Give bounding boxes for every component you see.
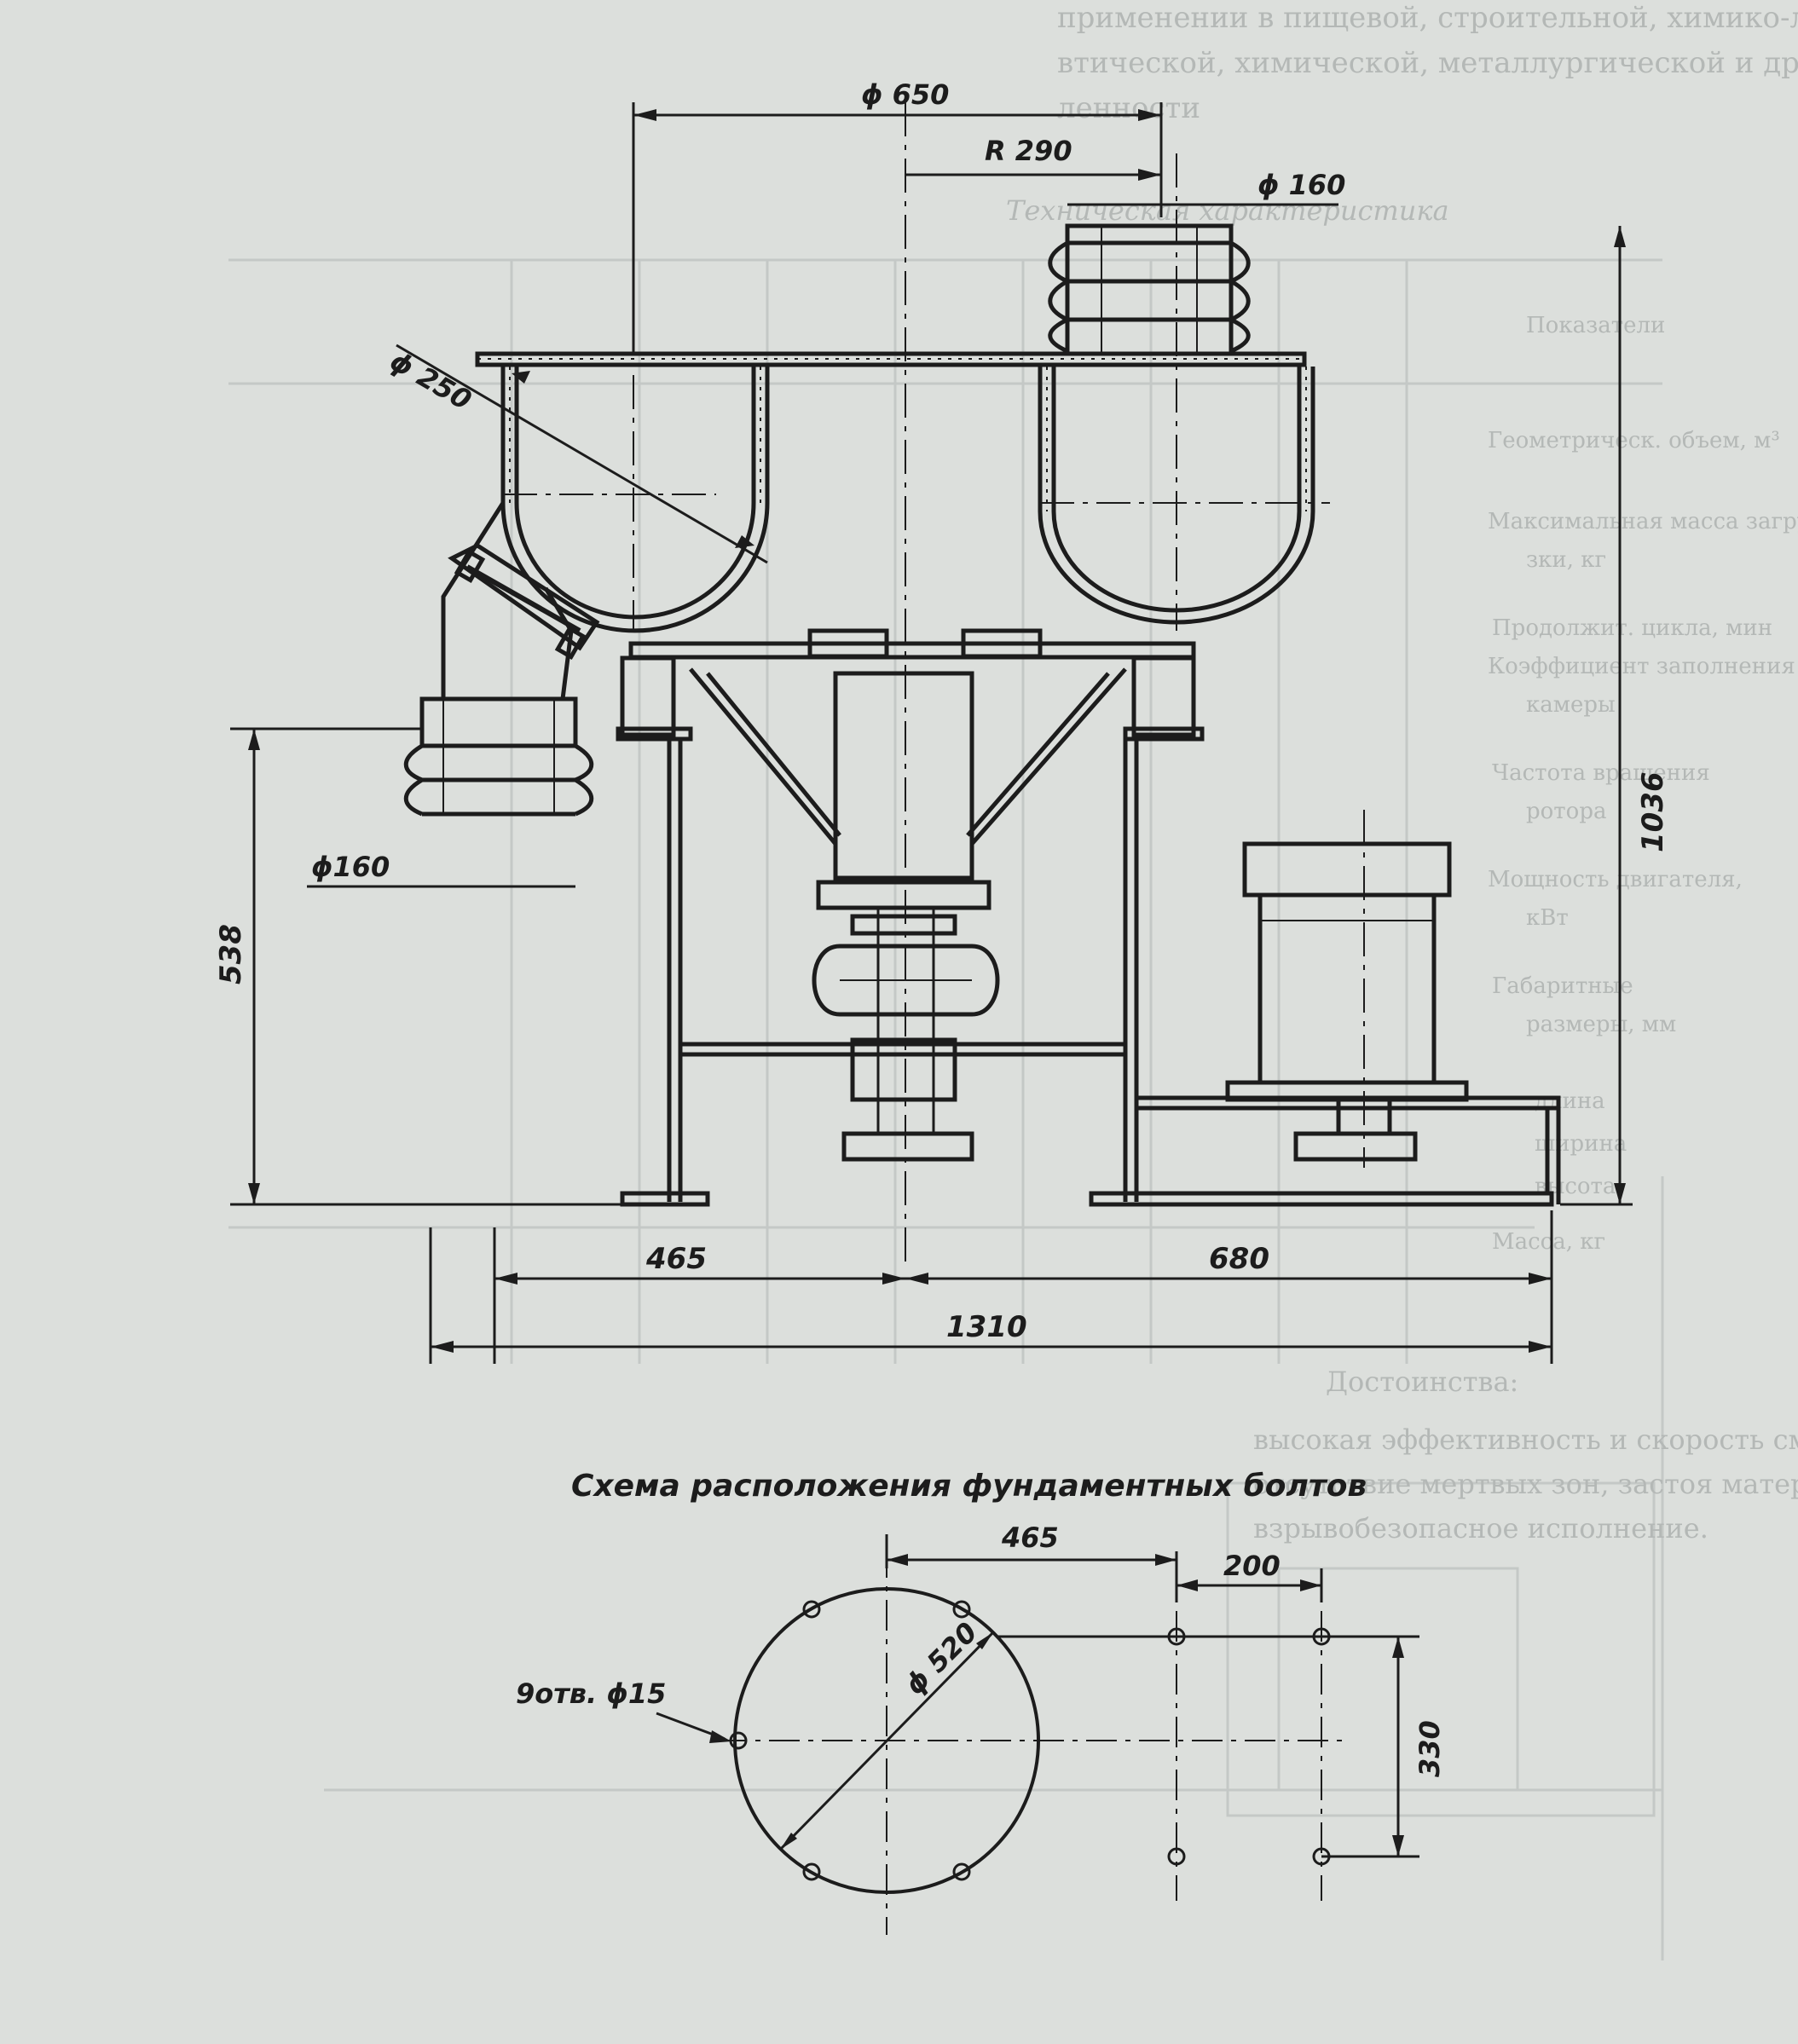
motor	[1225, 841, 1469, 1162]
dimension-lines	[230, 102, 1633, 1364]
left-bowl	[500, 367, 770, 633]
frame	[620, 739, 1561, 1207]
support-plate	[616, 628, 1205, 846]
inlet-pipe	[403, 501, 600, 817]
dim-inlet-height: 538	[214, 924, 248, 984]
bolt-centerlines	[716, 1547, 1347, 1935]
bolt-dim-spacing-y: 330	[1414, 1720, 1446, 1777]
bg-row-4: Продолжит. цикла, мин	[1492, 615, 1772, 641]
bg-advantages-line-3: взрывобезопасное исполнение.	[1253, 1512, 1708, 1545]
bg-row-11: Габаритные	[1492, 973, 1633, 999]
right-bowl	[1038, 367, 1315, 625]
bg-row-16: Масса, кг	[1492, 1229, 1605, 1255]
bg-advantages-line-2: отсутствие мертвых зон, застоя материала…	[1253, 1468, 1798, 1500]
background-page: применении в пищевой, строительной, хими…	[228, 1, 1798, 1960]
bg-advantages-line-1: высокая эффективность и скорость смешива…	[1253, 1423, 1798, 1456]
bolt-dim-holes: 9отв. ϕ15	[516, 1677, 666, 1710]
mixer-drawing: ϕ 650 R 290 ϕ 160 ϕ 250 ϕ160 538 1036 46…	[214, 78, 1670, 1364]
bolt-scheme-title: Схема расположения фундаментных болтов	[571, 1469, 1367, 1504]
bg-row-8: ротора	[1526, 799, 1606, 824]
bg-row-14: ширина	[1535, 1131, 1627, 1157]
bolt-dim-spacing-x: 200	[1223, 1550, 1281, 1582]
bg-row-3: зки, кг	[1526, 547, 1606, 573]
dim-top-radius: R 290	[985, 135, 1072, 167]
bg-top-line-1: применении в пищевой, строительной, хими…	[1057, 1, 1798, 35]
bg-row-12: размеры, мм	[1526, 1012, 1676, 1037]
dim-outlet-diameter: ϕ 160	[1257, 169, 1345, 201]
bolt-dim-offset: 465	[1001, 1521, 1059, 1554]
top-plate	[475, 351, 1307, 367]
dim-overall-width: 1310	[946, 1310, 1027, 1344]
dim-left-offset: 465	[645, 1242, 707, 1276]
drive-shaft-assembly	[812, 671, 1000, 1162]
dim-overall-height: 1036	[1636, 771, 1670, 852]
dim-inlet-diameter: ϕ160	[311, 851, 390, 883]
bg-top-line-3: ленности	[1057, 91, 1200, 125]
bg-row-5: Коэффициент заполнения	[1488, 654, 1795, 679]
bg-row-2: Максимальная масса загру-	[1488, 509, 1798, 534]
bg-row-1: Геометрическ. объем, м³	[1488, 428, 1780, 453]
bg-top-line-2: втической, химической, металлургической …	[1057, 46, 1798, 80]
dim-right-offset: 680	[1209, 1242, 1269, 1276]
bolt-dimension-lines	[656, 1534, 1419, 1858]
bg-row-7: Частота вращения	[1492, 760, 1710, 786]
top-outlet-bellows	[1048, 223, 1251, 356]
bg-table-grid	[228, 258, 1664, 1960]
bolt-dim-circle-diameter: ϕ 520	[899, 1616, 984, 1701]
dimension-arrows	[248, 109, 1626, 1353]
dim-bowl-diameter: ϕ 250	[384, 344, 477, 417]
dim-top-diameter: ϕ 650	[861, 78, 949, 111]
bg-advantages-heading: Достоинства:	[1326, 1366, 1518, 1398]
bolt-dimension-arrows	[709, 1554, 1404, 1856]
bg-row-10: кВт	[1526, 905, 1569, 931]
bg-row-6: камеры	[1526, 692, 1616, 718]
bg-row-9: Мощность двигателя,	[1488, 867, 1743, 892]
bg-row-0: Показатели	[1526, 313, 1665, 338]
bg-table-caption: Техническая характеристика	[1006, 194, 1449, 227]
bolt-holes	[729, 1600, 1331, 1881]
